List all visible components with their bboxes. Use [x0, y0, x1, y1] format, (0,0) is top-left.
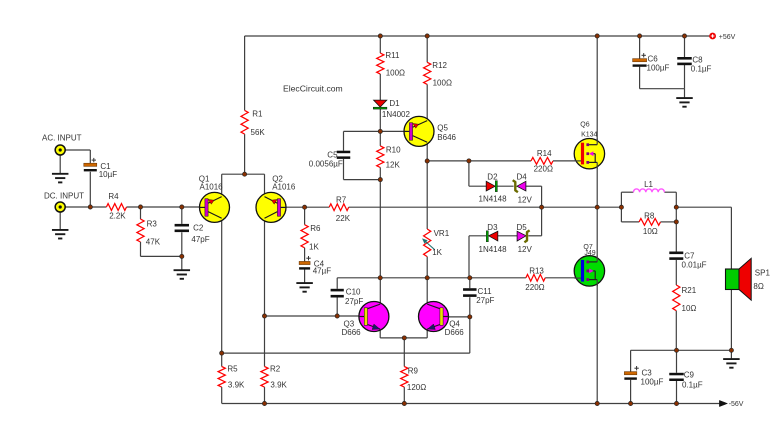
svg-text:R6: R6 [310, 224, 321, 233]
svg-text:12V: 12V [518, 195, 533, 204]
svg-text:C7: C7 [684, 252, 695, 261]
svg-text:220Ω: 220Ω [525, 283, 544, 292]
svg-text:Q4: Q4 [449, 319, 460, 328]
svg-text:D666: D666 [445, 328, 465, 337]
svg-text:K134: K134 [581, 131, 597, 138]
svg-text:D3: D3 [487, 223, 498, 232]
svg-text:100µF: 100µF [647, 63, 670, 72]
svg-text:R9: R9 [408, 366, 419, 375]
svg-text:10Ω: 10Ω [682, 304, 697, 313]
svg-text:R5: R5 [227, 364, 238, 373]
svg-text:1K: 1K [309, 243, 319, 252]
svg-text:22K: 22K [336, 214, 351, 223]
svg-text:B646: B646 [437, 133, 456, 142]
svg-text:C8: C8 [692, 56, 703, 65]
svg-text:C9: C9 [684, 371, 695, 380]
svg-text:D2: D2 [487, 172, 498, 181]
svg-text:100µF: 100µF [641, 378, 664, 387]
svg-text:C4: C4 [314, 260, 325, 269]
svg-text:R2: R2 [270, 364, 281, 373]
svg-text:SP1: SP1 [755, 269, 771, 278]
svg-text:100Ω: 100Ω [386, 69, 405, 78]
svg-text:Q2: Q2 [272, 174, 283, 183]
svg-text:C1: C1 [100, 162, 111, 171]
svg-text:R7: R7 [336, 196, 347, 205]
svg-text:12V: 12V [518, 245, 533, 254]
svg-text:220Ω: 220Ω [534, 165, 553, 174]
svg-text:ElecCircuit.com: ElecCircuit.com [283, 84, 343, 94]
svg-text:8Ω: 8Ω [753, 282, 763, 291]
svg-text:R12: R12 [432, 61, 447, 70]
svg-text:DC. INPUT: DC. INPUT [44, 191, 84, 200]
svg-text:-56V: -56V [729, 401, 744, 408]
svg-text:Q1: Q1 [199, 174, 210, 183]
svg-text:R1: R1 [252, 110, 263, 119]
svg-text:47K: 47K [146, 238, 161, 247]
svg-text:3.9K: 3.9K [270, 381, 287, 390]
svg-text:D1: D1 [389, 99, 400, 108]
svg-text:R3: R3 [147, 220, 158, 229]
svg-text:1N4002: 1N4002 [382, 110, 411, 119]
svg-text:Q5: Q5 [437, 124, 448, 133]
svg-text:3.9K: 3.9K [228, 381, 245, 390]
svg-text:C11: C11 [478, 287, 493, 296]
svg-text:C2: C2 [193, 224, 204, 233]
svg-text:C3: C3 [642, 369, 653, 378]
svg-text:0.1µF: 0.1µF [691, 65, 712, 74]
svg-text:R10: R10 [386, 146, 401, 155]
svg-text:1K: 1K [432, 248, 442, 257]
svg-text:27pF: 27pF [476, 296, 494, 305]
svg-text:10Ω: 10Ω [643, 227, 658, 236]
svg-text:0.01µF: 0.01µF [682, 261, 707, 270]
svg-text:A1016: A1016 [272, 183, 296, 192]
svg-text:47µF: 47µF [313, 267, 332, 276]
svg-text:C10: C10 [346, 287, 361, 296]
svg-text:D5: D5 [517, 223, 528, 232]
svg-text:J49: J49 [584, 250, 595, 257]
svg-text:D666: D666 [342, 328, 362, 337]
svg-text:R14: R14 [537, 149, 552, 158]
svg-text:27pF: 27pF [345, 297, 363, 306]
svg-text:R8: R8 [644, 212, 655, 221]
svg-text:1N4148: 1N4148 [479, 245, 508, 254]
svg-text:+56V: +56V [719, 34, 736, 41]
svg-text:1N4148: 1N4148 [479, 195, 508, 204]
svg-text:Q3: Q3 [344, 319, 355, 328]
svg-text:0.1µF: 0.1µF [682, 381, 703, 390]
svg-text:2.2K: 2.2K [109, 212, 126, 221]
svg-text:R13: R13 [529, 267, 544, 276]
svg-text:47pF: 47pF [191, 235, 209, 244]
svg-text:R21: R21 [682, 286, 697, 295]
svg-text:VR1: VR1 [434, 229, 450, 238]
svg-text:L1: L1 [644, 180, 653, 189]
svg-text:Q6: Q6 [580, 122, 589, 129]
svg-text:AC. INPUT: AC. INPUT [42, 134, 82, 143]
svg-text:Q7: Q7 [583, 244, 592, 251]
svg-text:56K: 56K [251, 128, 266, 137]
svg-text:R11: R11 [385, 51, 400, 60]
svg-text:A1016: A1016 [200, 183, 224, 192]
svg-text:12K: 12K [386, 161, 401, 170]
svg-text:0.0056µF: 0.0056µF [309, 159, 343, 168]
svg-text:C5: C5 [327, 151, 338, 160]
svg-text:D4: D4 [517, 172, 528, 181]
svg-text:120Ω: 120Ω [407, 383, 426, 392]
svg-text:C6: C6 [648, 54, 659, 63]
svg-text:R4: R4 [108, 192, 119, 201]
svg-text:100Ω: 100Ω [433, 79, 452, 88]
svg-text:10µF: 10µF [99, 170, 118, 179]
